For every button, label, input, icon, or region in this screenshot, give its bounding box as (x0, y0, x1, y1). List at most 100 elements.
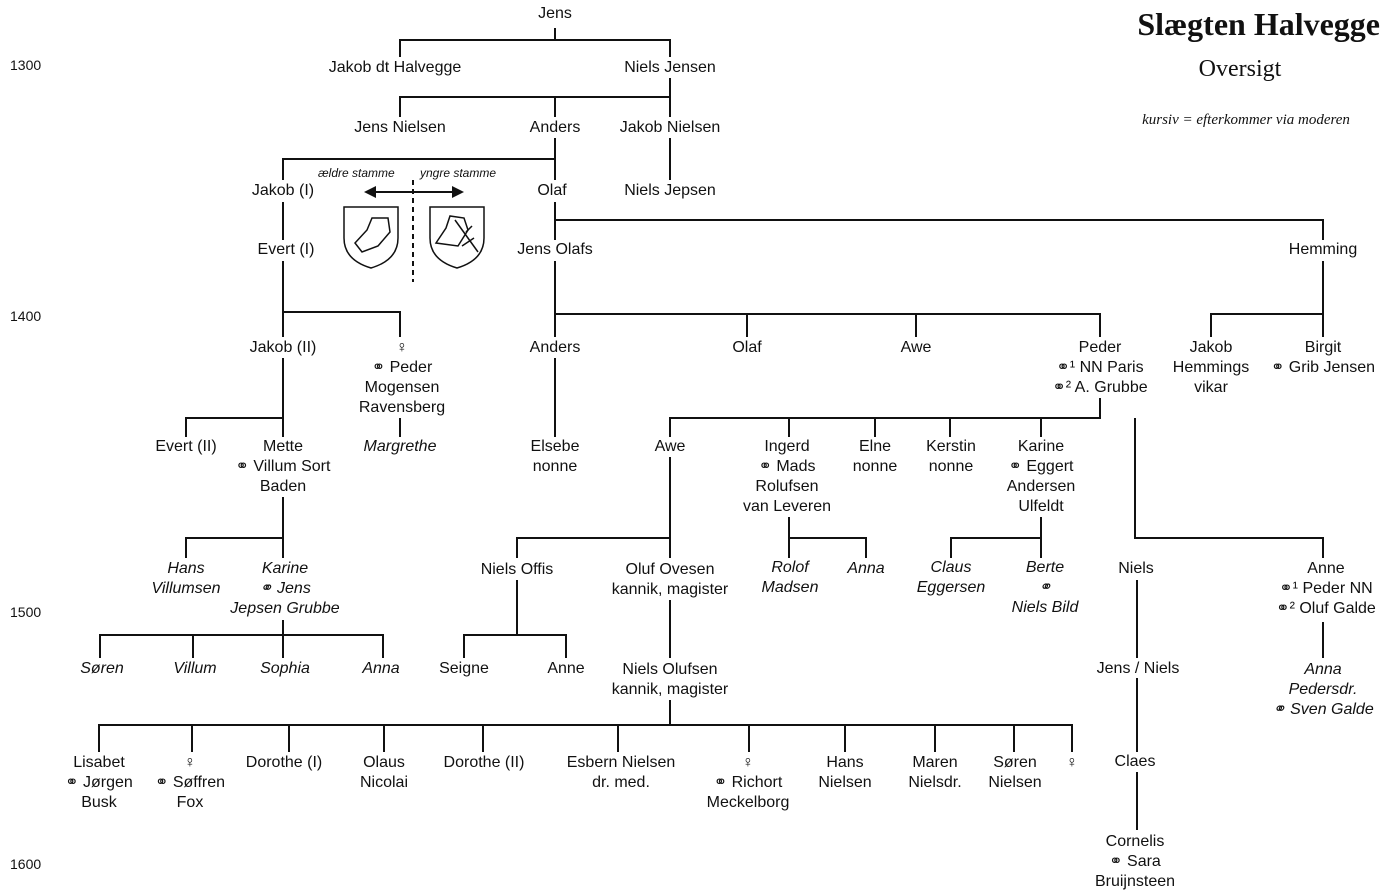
person-jens-olafs: Jens Olafs (517, 240, 593, 260)
person-daughter-4: ♀ (1066, 753, 1078, 773)
person-line: Evert (II) (155, 438, 217, 455)
person-line: Jakob dt Halvegge (328, 59, 462, 76)
person-line: Sophia (260, 660, 310, 677)
person-line: Anna (362, 660, 400, 677)
person-line: Karine (261, 560, 309, 577)
person-line: Awe (654, 438, 686, 455)
person-line: Fox (176, 794, 204, 811)
person-line: Lisabet (73, 754, 125, 771)
person-line: Niels Offis (480, 561, 554, 578)
person-line: Nicolai (359, 774, 409, 791)
person-line: Jens Olafs (517, 241, 593, 258)
person-line: Nielsdr. (908, 774, 962, 791)
person-line: ⚭ Mads (758, 458, 816, 475)
person-line: Bruijnsteen (1094, 873, 1176, 890)
person-jakob-ii: Jakob (II) (250, 338, 317, 358)
branch-divider (364, 180, 464, 282)
person-awe-2: Awe (655, 437, 686, 457)
person-line: Madsen (761, 579, 819, 596)
person-dorothe-ii: Dorothe (II) (444, 753, 525, 773)
person-line: nonne (852, 458, 898, 475)
person-line: Margrethe (363, 438, 437, 455)
coat-of-arms-elder-icon (343, 206, 399, 269)
person-hemming: Hemming (1289, 240, 1357, 260)
person-line: ⚭¹ Peder NN (1279, 580, 1373, 597)
person-awe-1: Awe (901, 338, 932, 358)
person-line: Claus (930, 559, 972, 576)
person-line: ♀ (741, 754, 754, 771)
person-olaf-1: Olaf (537, 181, 566, 201)
person-villum: Villum (173, 659, 216, 679)
person-line: ⚭ Richort (713, 774, 783, 791)
person-line: ⚭ Eggert (1008, 458, 1074, 475)
person-line: Niels Olufsen (622, 661, 718, 678)
person-line: dr. med. (592, 774, 650, 791)
person-line: Jakob Nielsen (619, 119, 721, 136)
person-line: Niels (1118, 560, 1154, 577)
person-line: Eggersen (916, 579, 986, 596)
person-line: Ravensberg (358, 399, 446, 416)
person-line: ⚭ Villum Sort (235, 458, 331, 475)
person-line: ⚭² Oluf Galde (1276, 600, 1376, 617)
person-line: Jakob (II) (249, 339, 317, 356)
person-anders-1: Anders (530, 118, 581, 138)
person-line: Jakob (1189, 339, 1233, 356)
person-line: Anders (529, 339, 581, 356)
person-line: ⚭² A. Grubbe (1052, 379, 1148, 396)
person-seigne: Seigne (439, 659, 489, 679)
person-line: nonne (532, 458, 578, 475)
person-line: kannik, magister (611, 681, 729, 698)
person-line: Olaf (732, 339, 762, 356)
person-anna-2: Anna (362, 659, 399, 679)
chart-subtitle: Oversigt (1198, 56, 1282, 82)
person-line: Niels Jepsen (624, 182, 716, 199)
younger-branch-label: yngre stamme (420, 166, 497, 180)
person-line: Karine (1017, 438, 1065, 455)
person-line: Villum (173, 660, 217, 677)
elder-branch-label: ældre stamme (318, 166, 395, 180)
year-marker: 1300 (10, 57, 42, 73)
person-line: Rolufsen (755, 478, 819, 495)
person-line: Jens Nielsen (354, 119, 446, 136)
person-birgit: Birgit⚭ Grib Jensen (1271, 338, 1375, 378)
person-line: Olaus (363, 754, 405, 771)
person-line: Hemming (1288, 241, 1358, 258)
person-line: nonne (928, 458, 974, 475)
person-line: Birgit (1304, 339, 1342, 356)
person-line: Rolof (771, 559, 809, 576)
legend-note: kursiv = efterkommer via moderen (1142, 112, 1350, 128)
person-anne-1: Anne⚭¹ Peder NN⚭² Oluf Galde (1276, 559, 1376, 619)
person-jakob-i: Jakob (I) (252, 181, 314, 201)
person-line: Hemmings (1172, 359, 1250, 376)
coat-of-arms-younger-icon (429, 206, 485, 269)
person-line: Jens (538, 5, 572, 22)
person-line: Anders (529, 119, 581, 136)
person-evert-i: Evert (I) (258, 240, 315, 260)
person-line: Olaf (537, 182, 567, 199)
person-niels: Niels (1118, 559, 1154, 579)
person-anna-1: Anna (847, 559, 884, 579)
person-line: ⚭ Sven Galde (1272, 701, 1374, 718)
person-dorothe-i: Dorothe (I) (246, 753, 322, 773)
person-line: ⚭ Sara (1109, 853, 1161, 870)
person-anders-2: Anders (530, 338, 581, 358)
person-sophia: Sophia (260, 659, 310, 679)
person-line: Anna (1304, 661, 1342, 678)
